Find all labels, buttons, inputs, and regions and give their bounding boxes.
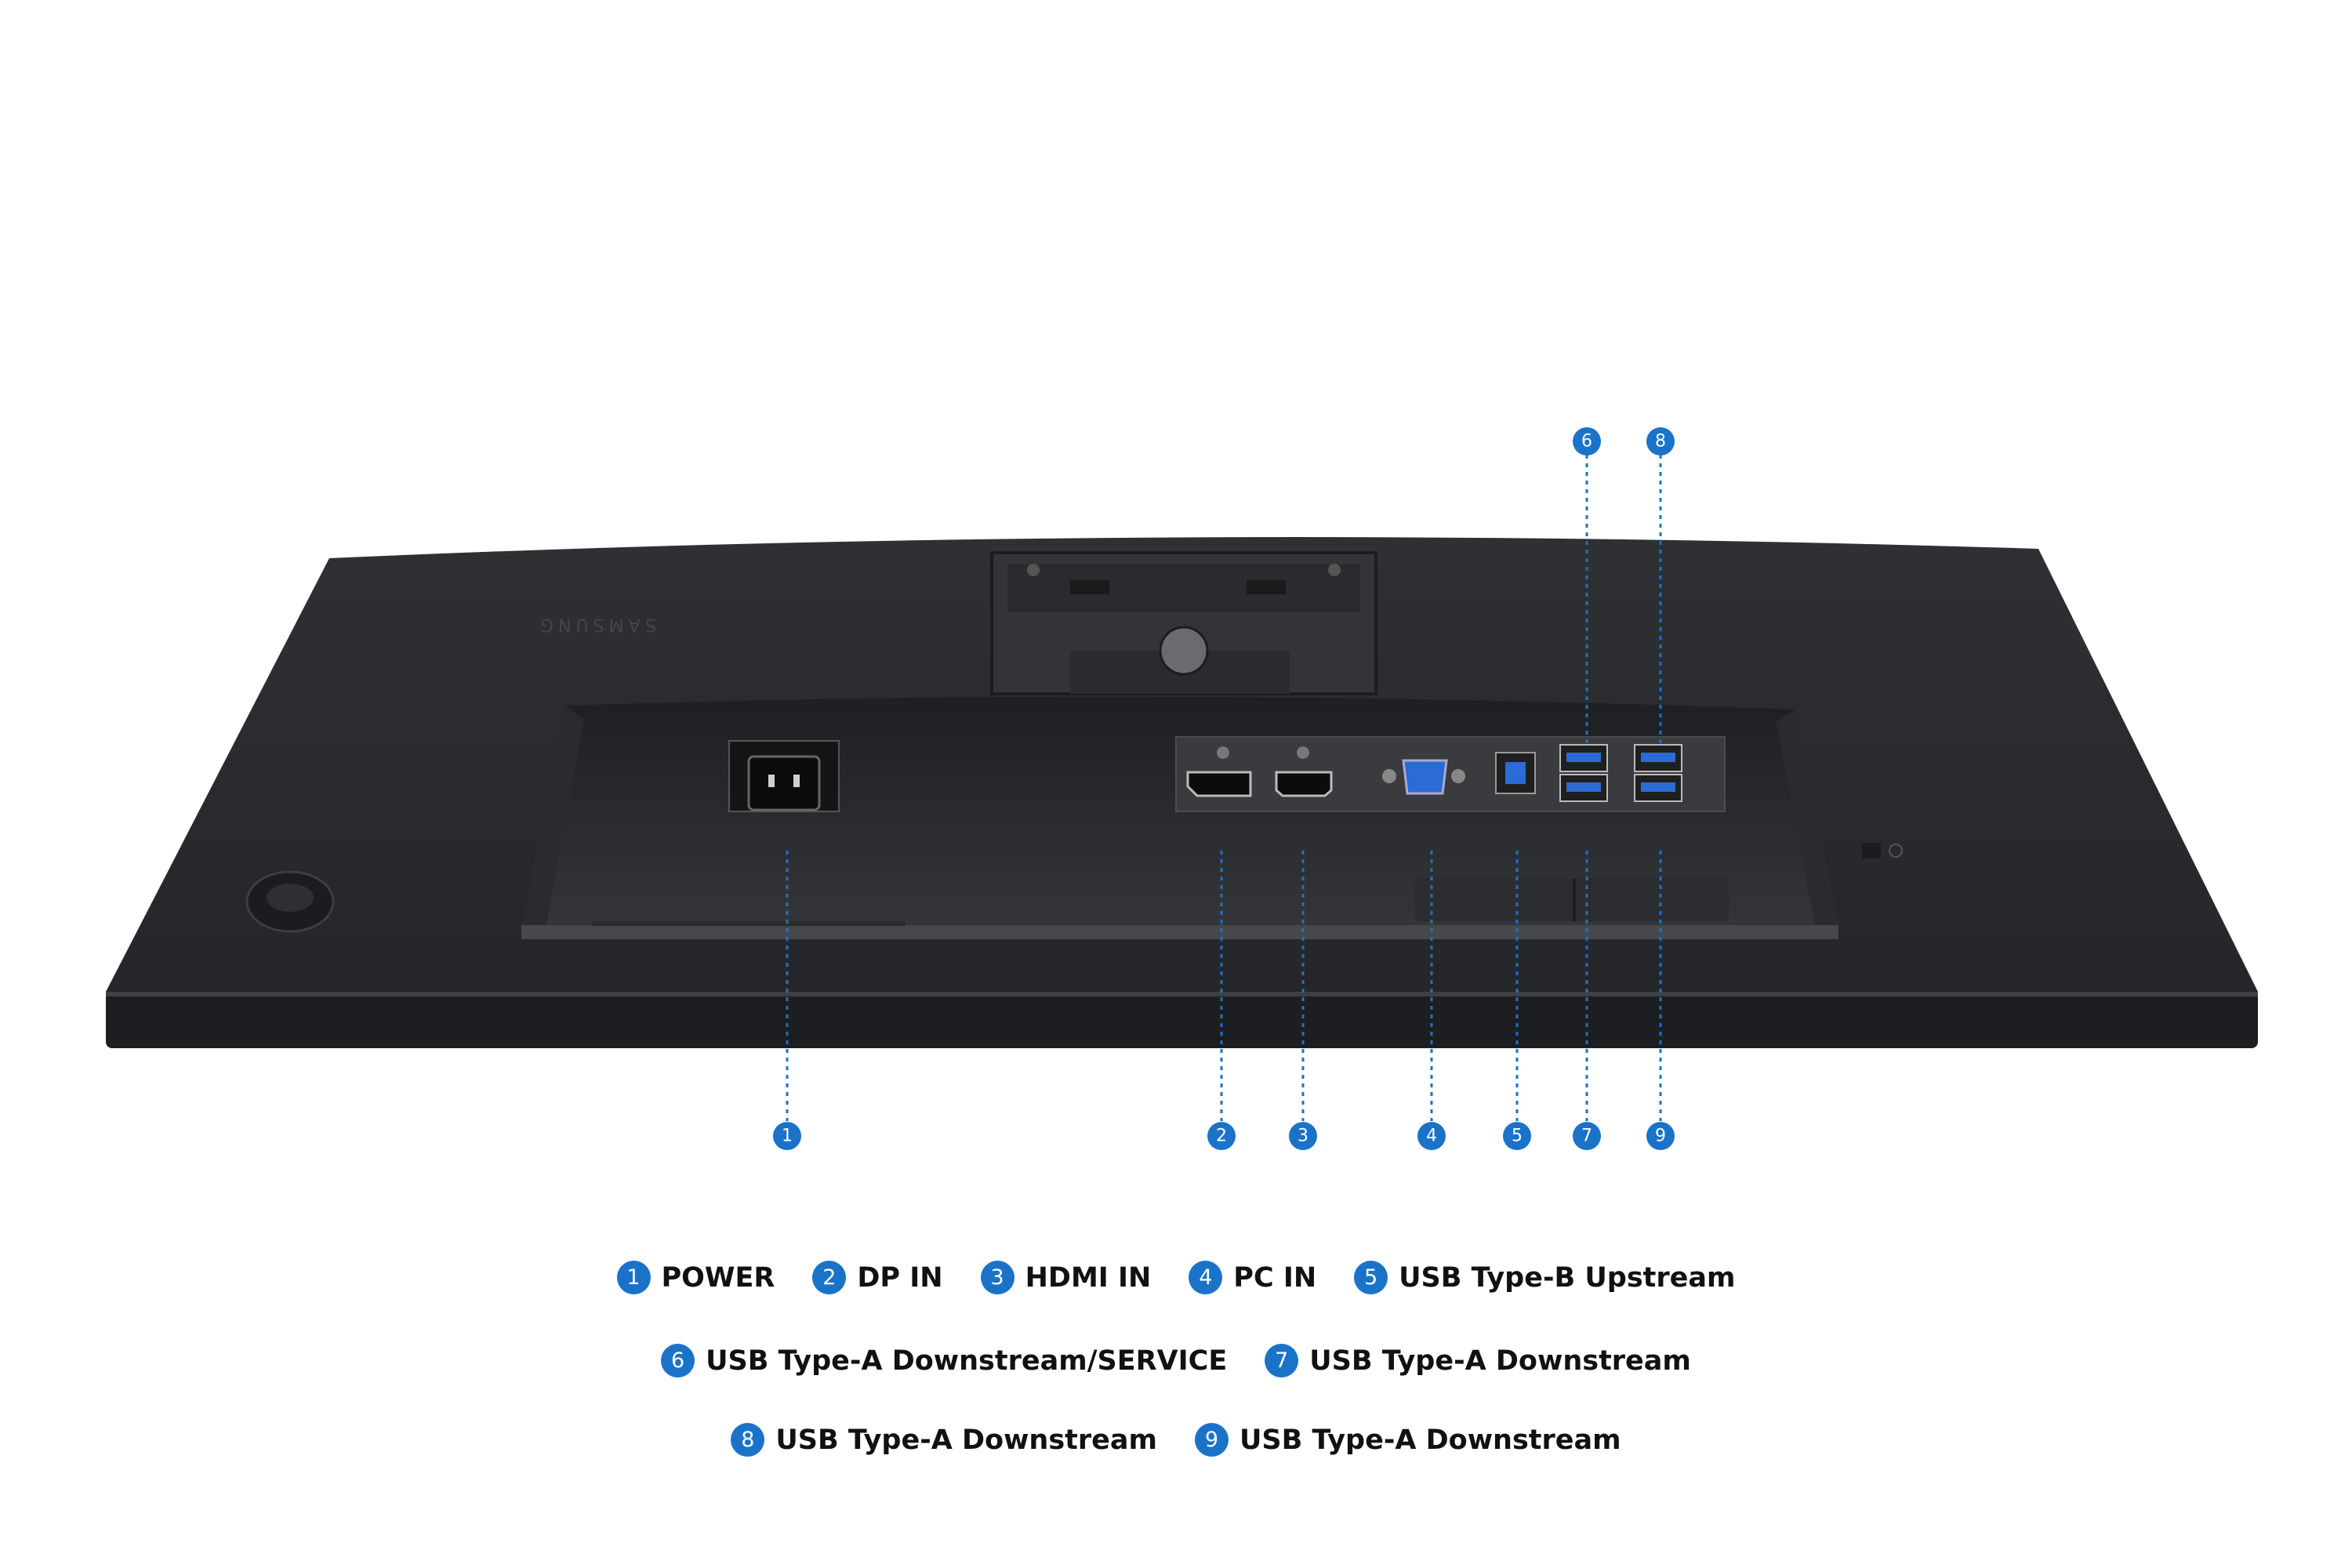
svg-text:3: 3: [1298, 1127, 1308, 1146]
svg-text:5: 5: [1512, 1127, 1523, 1146]
io-panel: [1175, 736, 1726, 812]
legend-badge: 3: [980, 1261, 1014, 1294]
legend-badge: 5: [1354, 1261, 1388, 1294]
legend-badge: 8: [731, 1423, 765, 1457]
callout-4: 4: [1417, 1122, 1446, 1150]
legend-item-pc-in: 4 PC IN: [1189, 1261, 1316, 1294]
legend-label: USB Type-A Downstream: [775, 1424, 1157, 1456]
svg-text:4: 4: [1426, 1127, 1437, 1146]
callout-1: 1: [773, 1122, 801, 1150]
stand-screw-hole: [1159, 626, 1209, 676]
legend-badge: 6: [661, 1344, 695, 1377]
legend-item-hdmi-in: 3 HDMI IN: [980, 1261, 1152, 1294]
vga-port: [1382, 759, 1465, 795]
svg-text:8: 8: [1655, 432, 1666, 452]
callout-8: 8: [1646, 427, 1675, 456]
legend-badge: 1: [616, 1261, 651, 1294]
legend-item-usb-a-downstream-7: 7 USB Type-A Downstream: [1265, 1344, 1691, 1377]
svg-text:1: 1: [782, 1127, 793, 1146]
leader-lines: [786, 455, 1662, 1121]
callout-6: 6: [1573, 427, 1601, 456]
callout-7: 7: [1573, 1122, 1601, 1150]
legend-row-3: 8 USB Type-A Downstream 9 USB Type-A Dow…: [0, 1423, 2352, 1457]
legend-label: HDMI IN: [1025, 1261, 1152, 1294]
hdmi-port: [1275, 746, 1333, 797]
usb-a-stack-right: [1634, 744, 1682, 802]
legend-label: POWER: [661, 1261, 775, 1294]
legend-item-dp-in: 2 DP IN: [812, 1261, 943, 1294]
legend-badge: 2: [812, 1261, 847, 1294]
callout-2: 2: [1207, 1122, 1236, 1150]
legend-label: PC IN: [1233, 1261, 1317, 1294]
dp-port: [1186, 746, 1252, 797]
legend-row-2: 6 USB Type-A Downstream/SERVICE 7 USB Ty…: [0, 1344, 2352, 1377]
brand-logo: SAMSUNG: [535, 615, 656, 634]
joystick-button: [245, 870, 335, 933]
svg-text:2: 2: [1216, 1127, 1227, 1146]
legend-label: DP IN: [857, 1261, 943, 1294]
stand-mount: [990, 551, 1377, 695]
callout-5: 5: [1503, 1122, 1531, 1150]
svg-text:6: 6: [1581, 432, 1592, 452]
port-recess: [521, 696, 1838, 939]
legend-label: USB Type-A Downstream: [1309, 1345, 1691, 1377]
legend-badge: 4: [1189, 1261, 1223, 1294]
legend-item-usb-a-downstream-9: 9 USB Type-A Downstream: [1195, 1423, 1621, 1457]
svg-text:9: 9: [1655, 1127, 1666, 1146]
usb-b-port: [1495, 752, 1536, 794]
legend-label: USB Type-B Upstream: [1399, 1261, 1736, 1294]
legend-badge: 9: [1195, 1423, 1229, 1457]
legend-item-usb-a-service: 6 USB Type-A Downstream/SERVICE: [661, 1344, 1227, 1377]
usb-a-stack-left: [1559, 744, 1608, 802]
legend-row-1: 1 POWER 2 DP IN 3 HDMI IN 4 PC IN 5 USB …: [0, 1261, 2352, 1294]
legend-item-usb-a-downstream-8: 8 USB Type-A Downstream: [731, 1423, 1157, 1457]
kensington-lock-icon: [1862, 843, 1903, 858]
callout-9: 9: [1646, 1122, 1675, 1150]
callout-3: 3: [1289, 1122, 1317, 1150]
power-port: [728, 740, 840, 812]
legend-label: USB Type-A Downstream: [1240, 1424, 1621, 1456]
legend-item-usb-b-upstream: 5 USB Type-B Upstream: [1354, 1261, 1735, 1294]
legend-badge: 7: [1265, 1344, 1299, 1377]
svg-text:7: 7: [1581, 1127, 1592, 1146]
legend-item-power: 1 POWER: [616, 1261, 775, 1294]
legend-label: USB Type-A Downstream/SERVICE: [706, 1345, 1228, 1377]
